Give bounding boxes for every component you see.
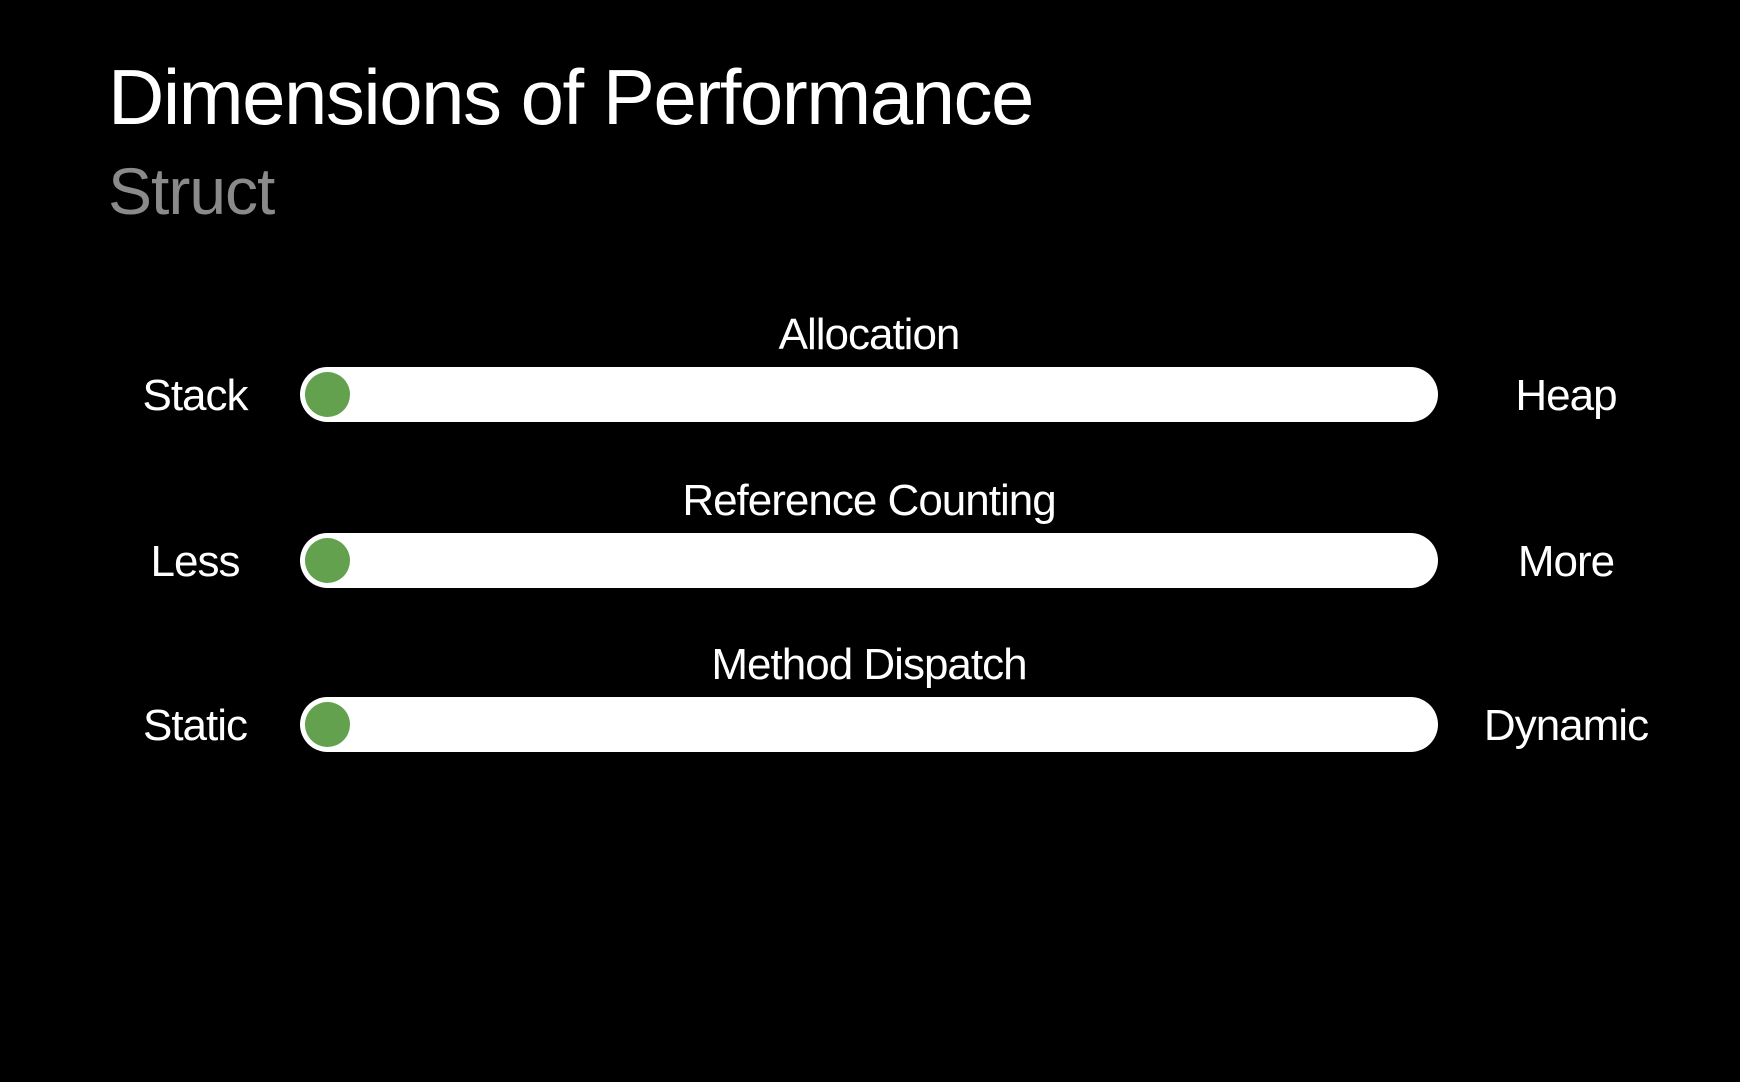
slider-allocation-max-label: Heap <box>1515 371 1617 420</box>
slider-allocation-title: Allocation <box>778 310 961 359</box>
slide-title: Dimensions of Performance <box>108 53 1034 141</box>
slider-allocation-min-label: Stack <box>142 371 248 420</box>
slide-subtitle: Struct <box>108 154 275 228</box>
slider-reference-counting-knob[interactable] <box>305 538 350 583</box>
slider-allocation-track[interactable] <box>300 367 1438 422</box>
slider-method-dispatch-track[interactable] <box>300 697 1438 752</box>
slider-method-dispatch-title: Method Dispatch <box>711 640 1027 689</box>
slider-method-dispatch-max-label: Dynamic <box>1483 701 1649 750</box>
slider-method-dispatch-min-label: Static <box>142 701 248 750</box>
slider-reference-counting-title: Reference Counting <box>682 476 1056 525</box>
slider-reference-counting-min-label: Less <box>150 537 241 586</box>
slider-method-dispatch-knob[interactable] <box>305 702 350 747</box>
slider-reference-counting-track[interactable] <box>300 533 1438 588</box>
slider-allocation-knob[interactable] <box>305 372 350 417</box>
slider-reference-counting-max-label: More <box>1517 537 1615 586</box>
